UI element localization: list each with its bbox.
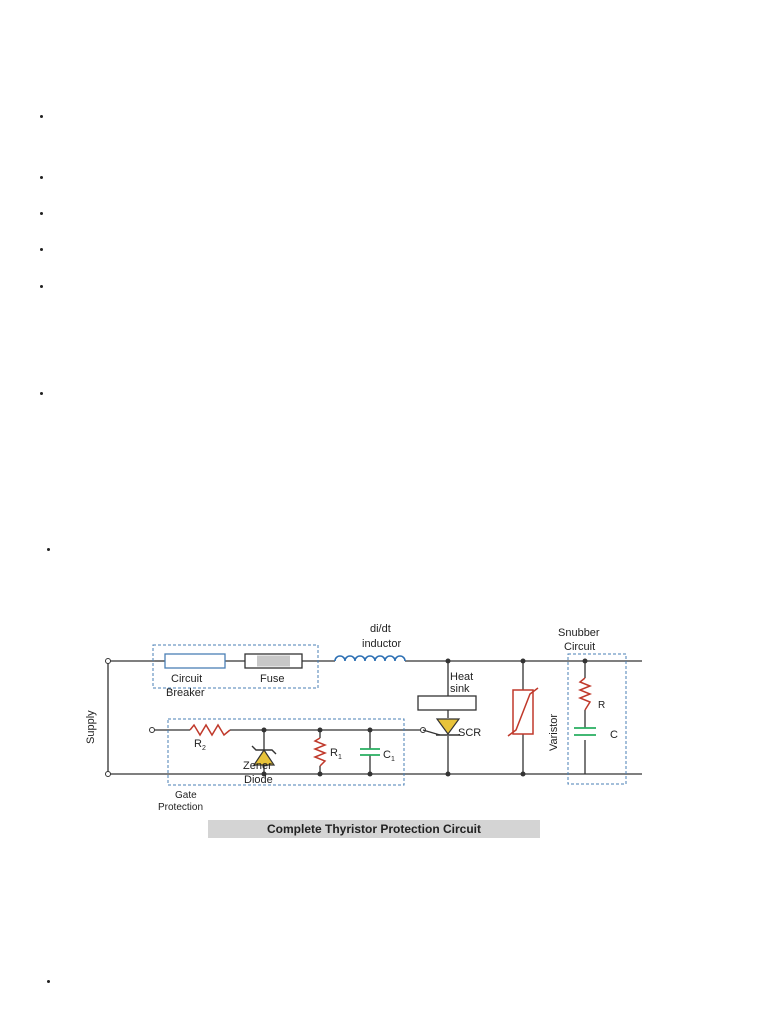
circuit-breaker	[164, 653, 226, 669]
label-didt: di/dt	[370, 623, 391, 635]
bullet-4	[40, 248, 43, 251]
label-circuit: Circuit	[171, 673, 202, 685]
label-heat: Heat	[450, 671, 473, 683]
label-sink: sink	[450, 683, 470, 695]
label-supply: Supply	[85, 710, 97, 744]
figure-caption: Complete Thyristor Protection Circuit	[266, 822, 482, 836]
label-breaker: Breaker	[166, 687, 205, 699]
gate-protection-box	[167, 718, 405, 786]
bullet-2	[40, 176, 43, 179]
snubber-capacitor	[574, 727, 596, 736]
inductor-coil	[334, 655, 406, 662]
varistor	[507, 687, 539, 737]
breaker-fuse-box	[152, 644, 319, 689]
label-snubber-c: C	[610, 729, 618, 741]
thyristor-protection-circuit-diagram: Circuit Breaker Fuse di/dt inductor Snub…	[85, 623, 642, 813]
scr-thyristor	[422, 710, 461, 736]
bullet-8	[47, 980, 50, 983]
label-r2: R2	[194, 738, 206, 752]
label-r1: R1	[330, 747, 342, 761]
terminal-gate	[149, 727, 155, 733]
bullet-5	[40, 285, 43, 288]
label-snubber: Snubber	[558, 627, 600, 639]
resistor-r1	[312, 737, 328, 767]
resistor-r2	[189, 723, 231, 737]
label-varistor: Varistor	[548, 714, 560, 751]
terminal-bottom	[105, 771, 111, 777]
capacitor-c1	[360, 748, 380, 756]
figure-caption-bar: Complete Thyristor Protection Circuit	[208, 820, 540, 838]
label-snubber-r: R	[598, 700, 605, 711]
label-inductor: inductor	[362, 638, 401, 650]
label-snubber-circuit: Circuit	[564, 641, 595, 653]
bullet-6	[40, 392, 43, 395]
snubber-resistor	[577, 677, 593, 711]
label-gate: Gate	[175, 790, 197, 801]
label-fuse: Fuse	[260, 673, 284, 685]
label-zener: Zener	[243, 760, 272, 772]
zener-diode	[251, 745, 277, 766]
terminal-top	[105, 658, 111, 664]
bullet-3	[40, 212, 43, 215]
label-protection: Protection	[158, 802, 203, 813]
junction-dots	[261, 658, 588, 777]
heat-sink	[417, 695, 477, 711]
label-c1: C1	[383, 749, 395, 763]
label-diode: Diode	[244, 774, 273, 786]
bullet-7	[47, 548, 50, 551]
label-scr: SCR	[458, 727, 481, 739]
snubber-box	[567, 653, 627, 785]
bullet-1	[40, 115, 43, 118]
